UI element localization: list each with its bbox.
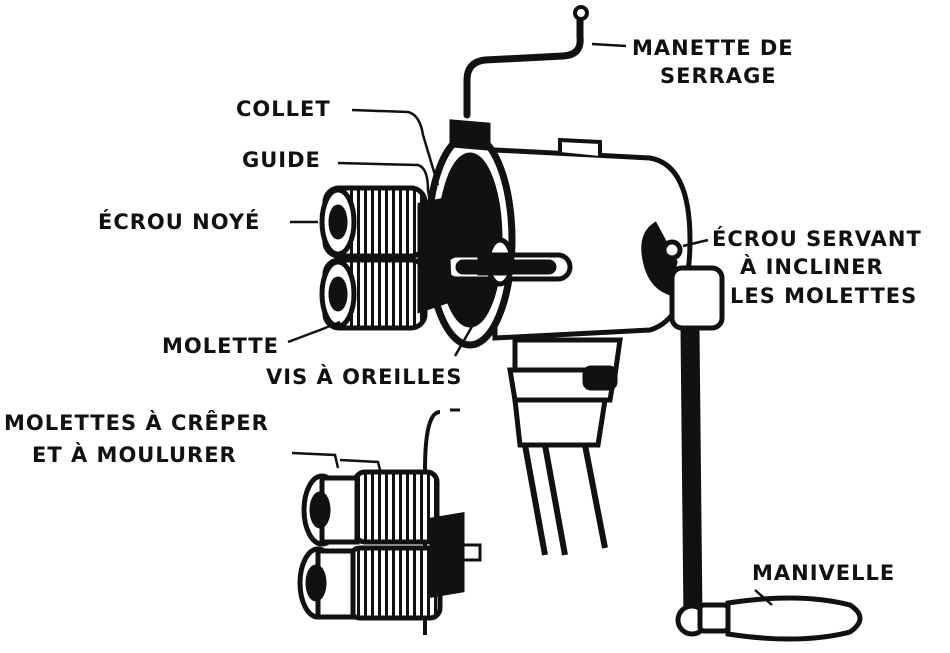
label-molettes-a-creper-line2: ET À MOULURER xyxy=(32,443,237,467)
upper-rollers-shape xyxy=(319,185,453,331)
label-manette-de-serrage-line2: SERRAGE xyxy=(660,64,777,88)
label-manivelle: MANIVELLE xyxy=(752,561,896,585)
main-body-shape xyxy=(424,119,693,349)
label-ecrou-servant-line1: ÉCROU SERVANT xyxy=(712,227,922,251)
label-collet: COLLET xyxy=(236,97,331,121)
wing-nut-shape xyxy=(477,221,683,296)
crank-arm-shape xyxy=(669,265,863,642)
stand-shape xyxy=(507,337,623,556)
label-molette: MOLETTE xyxy=(162,334,279,358)
inset-rollers-shape xyxy=(297,408,482,635)
label-guide: GUIDE xyxy=(242,148,321,172)
label-ecrou-servant-line2: À INCLINER xyxy=(740,255,884,279)
label-ecrou-servant-line3: LES MOLETTES xyxy=(730,284,918,308)
leader-lines xyxy=(287,42,773,606)
label-vis-a-oreilles: VIS À OREILLES xyxy=(266,365,463,389)
label-manette-de-serrage-line1: MANETTE DE xyxy=(632,36,794,60)
label-ecrou-noye: ÉCROU NOYÉ xyxy=(98,210,261,234)
label-molettes-a-creper-line1: MOLETTES À CRÊPER xyxy=(4,411,269,435)
clamping-lever-shape xyxy=(463,5,589,119)
